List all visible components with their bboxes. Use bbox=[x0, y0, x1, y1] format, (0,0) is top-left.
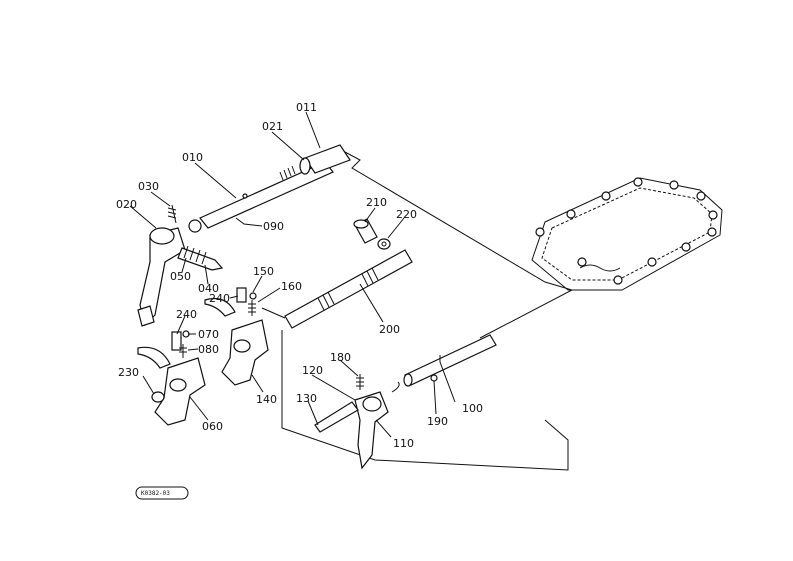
bolt-hole bbox=[708, 210, 718, 220]
shift-fork-020 bbox=[137, 204, 186, 327]
middle-shift-rod bbox=[261, 249, 413, 329]
bolt-hole bbox=[633, 177, 643, 187]
callout-030: 030 bbox=[138, 180, 159, 193]
callout-180: 180 bbox=[330, 351, 351, 364]
spring-and-pin bbox=[177, 245, 224, 271]
assembly-outline bbox=[281, 151, 574, 471]
callout-080: 080 bbox=[198, 343, 219, 356]
callout-060: 060 bbox=[202, 420, 223, 433]
callout-021: 021 bbox=[262, 120, 283, 133]
callout-160: 160 bbox=[281, 280, 302, 293]
callout-150: 150 bbox=[253, 265, 274, 278]
bolt-hole bbox=[577, 257, 587, 267]
callout-010: 010 bbox=[182, 151, 203, 164]
callout-240: 240 bbox=[209, 292, 230, 305]
shift-fork-140 bbox=[204, 287, 269, 386]
bolt-hole bbox=[601, 191, 611, 201]
callout-100: 100 bbox=[462, 402, 483, 415]
callout-140: 140 bbox=[256, 393, 277, 406]
callout-090: 090 bbox=[263, 220, 284, 233]
callout-040: 040 bbox=[198, 282, 219, 295]
bolt-hole bbox=[696, 191, 706, 201]
bolt-hole bbox=[647, 257, 657, 267]
shift-fork-110 bbox=[314, 374, 400, 470]
callout-labels: 011 021 010 030 020 090 210 220 050 040 … bbox=[116, 101, 483, 450]
bolt-hole bbox=[613, 275, 623, 285]
drawing-code: K0382-03 bbox=[141, 490, 170, 497]
shift-fork-060 bbox=[137, 330, 206, 426]
bolt-hole bbox=[535, 227, 545, 237]
leader-lines bbox=[129, 111, 456, 438]
lower-shift-rod bbox=[403, 334, 497, 387]
bolt-and-washer bbox=[353, 218, 391, 250]
upper-shift-rod bbox=[188, 144, 351, 233]
bolt-hole bbox=[669, 180, 679, 190]
bolt-hole bbox=[566, 209, 576, 219]
callout-110: 110 bbox=[393, 437, 414, 450]
bolt-hole bbox=[681, 242, 691, 252]
drawing-code-badge: K0382-03 bbox=[135, 486, 189, 500]
callout-240-lower: 240 bbox=[176, 308, 197, 321]
callout-011: 011 bbox=[296, 101, 317, 114]
callout-050: 050 bbox=[170, 270, 191, 283]
callout-210: 210 bbox=[366, 196, 387, 209]
callout-200: 200 bbox=[379, 323, 400, 336]
callout-120: 120 bbox=[302, 364, 323, 377]
callout-020: 020 bbox=[116, 198, 137, 211]
callout-220: 220 bbox=[396, 208, 417, 221]
callout-130: 130 bbox=[296, 392, 317, 405]
callout-070: 070 bbox=[198, 328, 219, 341]
callout-230: 230 bbox=[118, 366, 139, 379]
bolt-hole bbox=[707, 227, 717, 237]
gear-case-cover bbox=[531, 177, 723, 291]
callout-190: 190 bbox=[427, 415, 448, 428]
